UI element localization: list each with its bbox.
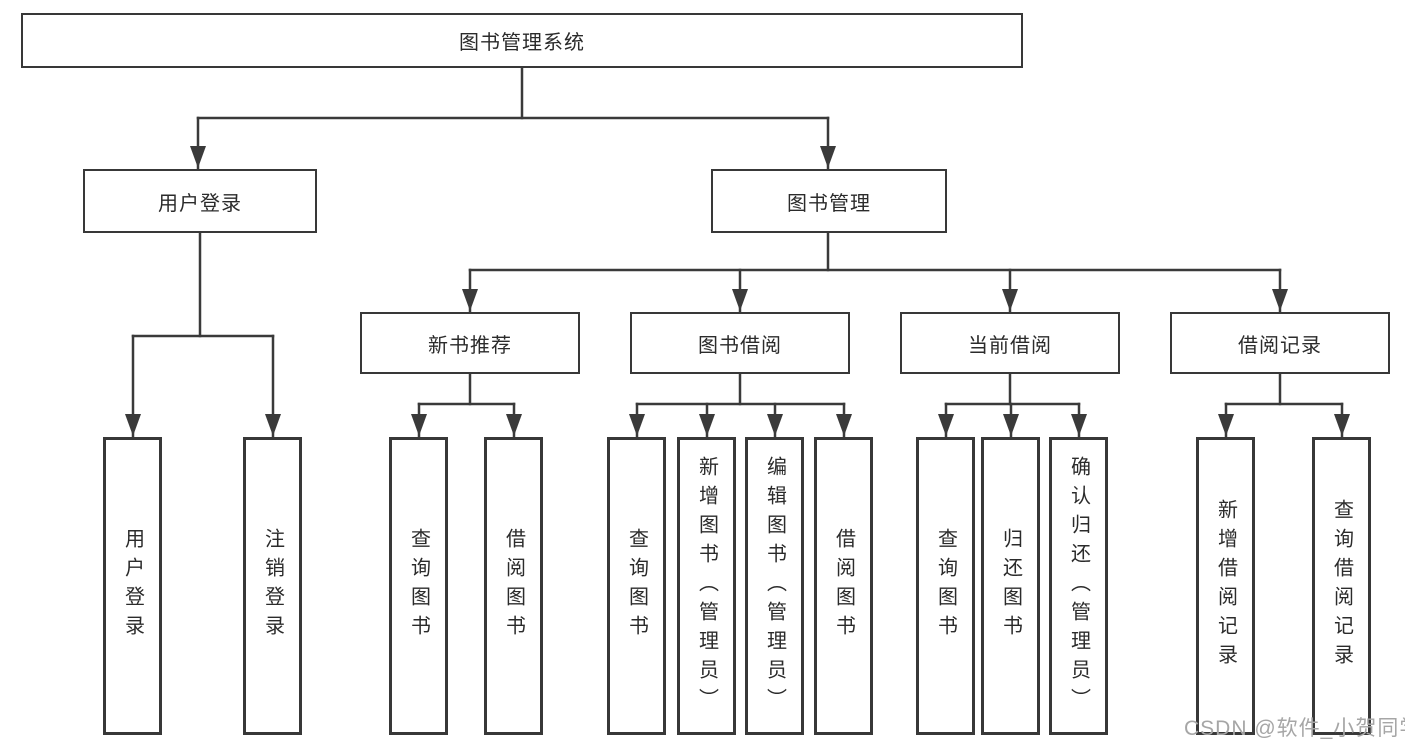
node-borrow-books: 借阅图书 (814, 437, 873, 735)
node-query-borrow-record: 查询借阅记录 (1312, 437, 1371, 735)
node-new-book-recommend: 新书推荐 (360, 312, 580, 374)
node-label: 归还图书 (999, 528, 1022, 644)
node-add-book-admin: 新增图书（管理员） (677, 437, 736, 735)
node-label: 查询图书 (625, 528, 648, 644)
node-query-books-current: 查询图书 (916, 437, 975, 735)
node-user-login-group: 用户登录 (83, 169, 317, 233)
node-edit-book-admin: 编辑图书（管理员） (745, 437, 804, 735)
node-return-book: 归还图书 (981, 437, 1040, 735)
node-label: 新书推荐 (428, 334, 512, 357)
node-label: 图书管理 (787, 192, 871, 215)
node-label: 查询图书 (407, 528, 430, 644)
node-book-management: 图书管理 (711, 169, 947, 233)
csdn-watermark: CSDN @软件_小贺同学 (1184, 717, 1405, 740)
node-label: 当前借阅 (968, 334, 1052, 357)
node-label: 借阅记录 (1238, 334, 1322, 357)
node-query-books-borrow: 查询图书 (607, 437, 666, 735)
node-label: 图书借阅 (698, 334, 782, 357)
node-query-books-recommend: 查询图书 (389, 437, 448, 735)
node-label: 新增图书（管理员） (695, 455, 718, 717)
node-borrowing-records: 借阅记录 (1170, 312, 1390, 374)
node-library-management-system: 图书管理系统 (21, 13, 1023, 68)
node-label: 借阅图书 (832, 528, 855, 644)
node-current-borrowing: 当前借阅 (900, 312, 1120, 374)
node-label: 查询图书 (934, 528, 957, 644)
node-label: 用户登录 (121, 528, 144, 644)
node-label: 借阅图书 (502, 528, 525, 644)
node-label: 确认归还（管理员） (1067, 455, 1090, 717)
node-add-borrow-record: 新增借阅记录 (1196, 437, 1255, 735)
node-borrow-books-recommend: 借阅图书 (484, 437, 543, 735)
node-book-borrowing: 图书借阅 (630, 312, 850, 374)
node-label: 编辑图书（管理员） (763, 455, 786, 717)
node-confirm-return-admin: 确认归还（管理员） (1049, 437, 1108, 735)
node-label: 用户登录 (158, 192, 242, 215)
node-user-login: 用户登录 (103, 437, 162, 735)
node-label: 注销登录 (261, 528, 284, 644)
node-label: 新增借阅记录 (1214, 499, 1237, 673)
node-logout: 注销登录 (243, 437, 302, 735)
node-label: 查询借阅记录 (1330, 499, 1353, 673)
node-label: 图书管理系统 (459, 32, 585, 54)
